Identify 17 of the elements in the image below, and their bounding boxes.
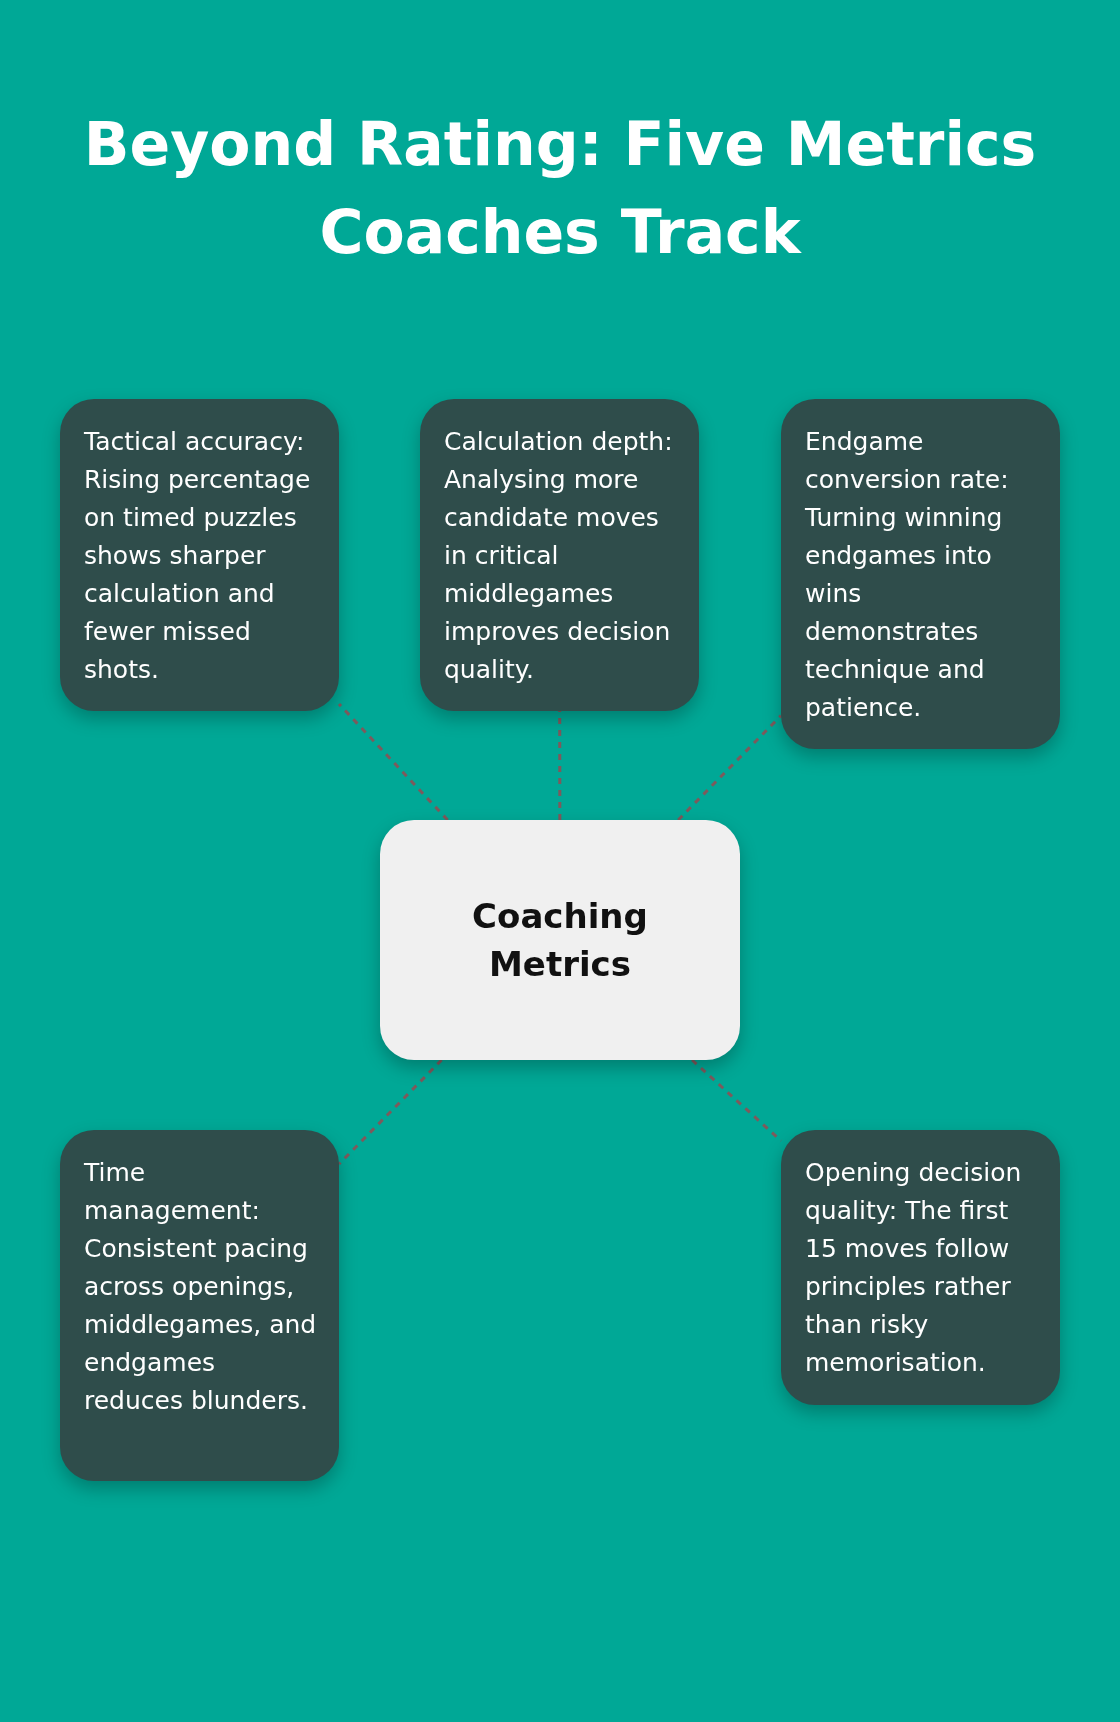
metric-card [60, 399, 339, 711]
metric-description: Endgame conversion rate: Turning winning endgames into wins demonstrates technique and patience. [805, 426, 1010, 724]
metric-description: Time management: Consistent pacing across openings, middlegames, and endgames reduces blunders. [84, 1157, 318, 1417]
title: Beyond Rating: Five Metrics Coaches Track [82, 108, 1038, 269]
metric-description: Tactical accuracy: Rising percentage on timed puzzles shows sharper calculation and fewer missed shots. [84, 426, 312, 686]
dashed-connector [337, 702, 449, 822]
hub-label: Coaching Metrics [471, 895, 649, 986]
metric-description: Opening decision quality: The first 15 moves follow principles rather than risky memorisation. [805, 1157, 1023, 1379]
metric-card [420, 399, 699, 711]
dashed-connector [337, 1058, 443, 1166]
dashed-connector [677, 714, 783, 822]
metric-description: Calculation depth: Analysing more candidate moves in critical middlegames improves decision quality. [444, 426, 674, 686]
metric-card [60, 1130, 339, 1481]
central-hub-box [380, 820, 740, 1060]
metric-card [781, 399, 1060, 749]
dashed-connector [558, 711, 562, 820]
metric-card [781, 1130, 1060, 1405]
